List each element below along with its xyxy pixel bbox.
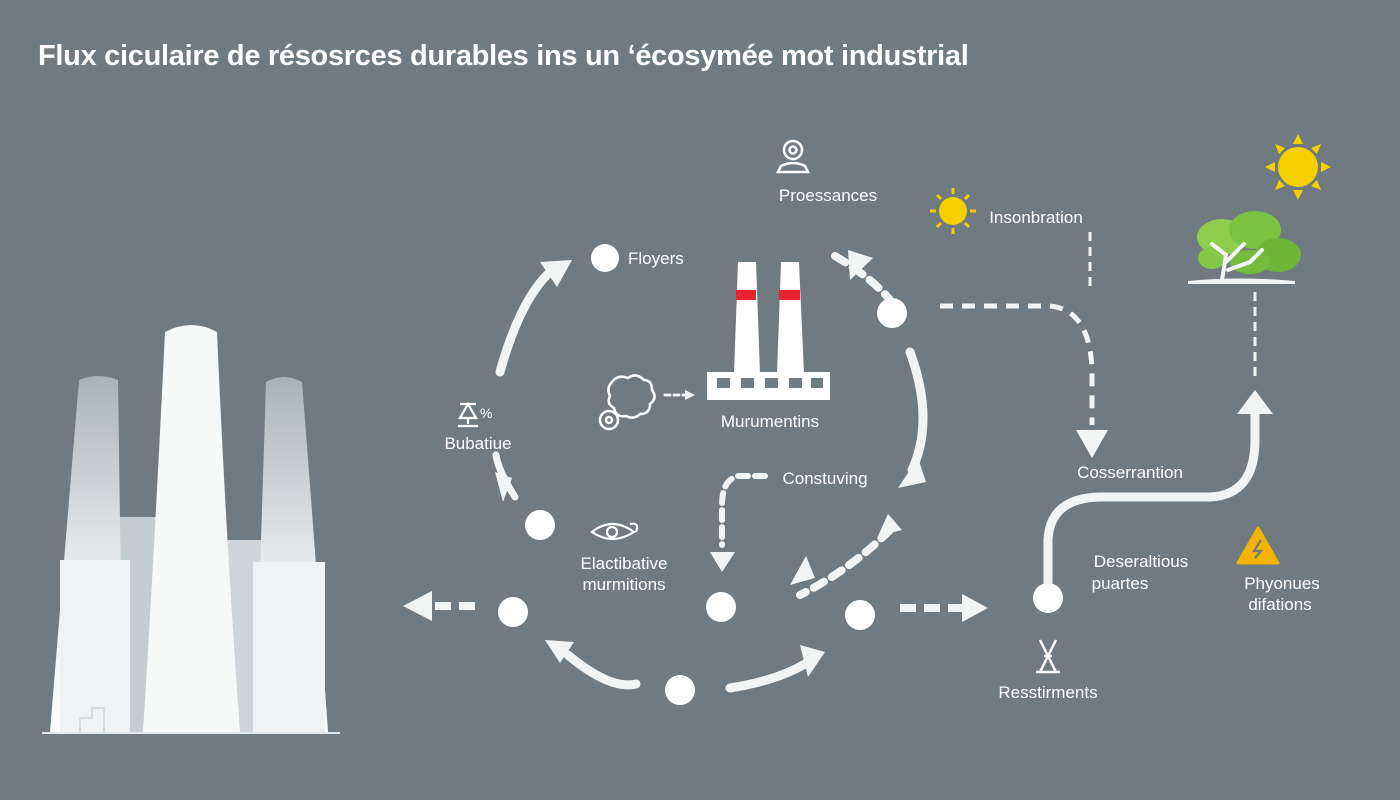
svg-text:%: %	[480, 405, 492, 421]
circular-flow	[492, 252, 928, 693]
node-center-bottom	[706, 592, 736, 622]
right-arrowheads	[1076, 390, 1273, 458]
label-floyers: Floyers	[628, 249, 684, 268]
sun-icon	[1265, 134, 1331, 200]
label-resstirments: Resstirments	[998, 683, 1097, 702]
label-puartes: puartes	[1092, 574, 1149, 593]
label-insonbration: Insonbration	[989, 208, 1083, 227]
node-bottom	[665, 675, 695, 705]
scale-icon: %	[458, 401, 492, 428]
label-deseraltious: Deseraltious	[1094, 552, 1189, 571]
flow-nodes	[498, 244, 1063, 705]
gears-icon	[598, 374, 656, 431]
label-difations: difations	[1248, 595, 1311, 614]
sun-icon	[930, 188, 976, 234]
tree-icon	[1188, 211, 1301, 284]
label-elactibative: Elactibative	[581, 554, 668, 573]
cooling-towers-icon	[42, 325, 340, 734]
label-cosserration: Cosserrantion	[1077, 463, 1183, 482]
factory-icon	[707, 262, 830, 400]
flow-arrowheads	[495, 250, 926, 677]
left-dashed-arrow	[403, 591, 480, 621]
node-bottom-left	[498, 597, 528, 627]
diagram-title: Flux ciculaire de résosrces durables ins…	[38, 40, 969, 72]
label-murmentins: Murumentins	[721, 412, 819, 431]
node-floyers	[591, 244, 619, 272]
node-resstirments	[1033, 583, 1063, 613]
warning-icon	[1236, 526, 1280, 565]
label-construing: Constuving	[782, 469, 867, 488]
right-dashed-arrow	[900, 594, 988, 622]
label-murmitions: murmitions	[582, 575, 665, 594]
node-upper-right	[877, 298, 907, 328]
eye-icon	[590, 522, 639, 541]
tower-icon	[1036, 639, 1060, 674]
label-proessances: Proessances	[779, 186, 877, 205]
label-phyonues: Phyonues	[1244, 574, 1320, 593]
node-bottom-right	[845, 600, 875, 630]
person-pin-icon	[775, 139, 811, 174]
node-left	[525, 510, 555, 540]
right-flows	[940, 232, 1260, 587]
label-bubatiue: Bubatiue	[444, 434, 511, 453]
